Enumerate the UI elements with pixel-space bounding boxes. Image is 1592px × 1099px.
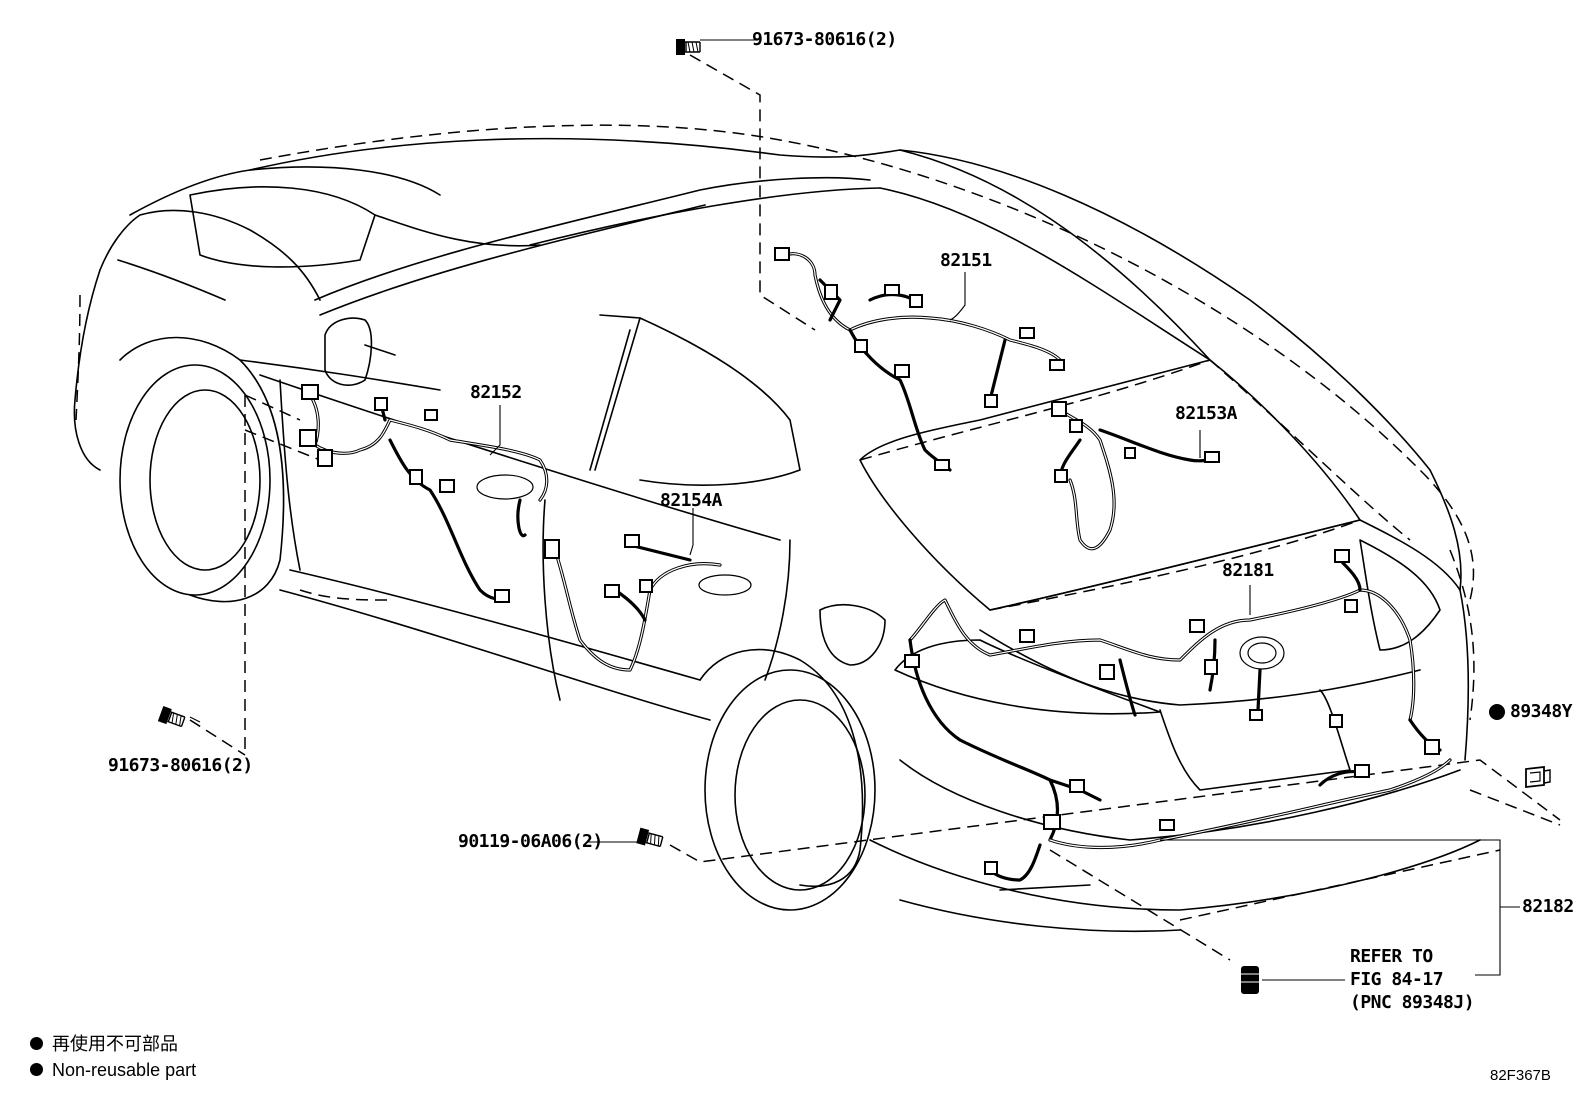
- front-door-harness-label: 82152: [470, 382, 522, 403]
- non-reusable-dot-icon: [1489, 704, 1505, 720]
- legend-text-japanese: 再使用不可部品: [52, 1034, 179, 1054]
- rear-harness-82181: [904, 549, 1416, 842]
- bolt-bottom-label: 90119-06A06(2): [458, 831, 603, 852]
- legend-row-english: Non-reusable part: [20, 1043, 196, 1079]
- roof-harness-label: 82151: [940, 250, 992, 271]
- bumper-harness-82182: [984, 718, 1452, 882]
- bolt-top-label: 91673-80616(2): [752, 29, 897, 50]
- rear-harness-label: 82181: [1222, 560, 1274, 581]
- rear-door-harness-82154A: [544, 534, 752, 672]
- luggage-harness-82153A: [1051, 401, 1220, 551]
- label-leaders: [189, 39, 1520, 981]
- bolt-icon: [676, 39, 701, 55]
- legend-row-japanese: 再使用不可部品: [20, 1017, 178, 1053]
- bolt-icon: [636, 827, 664, 848]
- figure-code: 82F367B: [1490, 1067, 1551, 1084]
- clip-label: 89348Y: [1510, 701, 1573, 722]
- non-reusable-dot-icon: [30, 1062, 44, 1076]
- refer-to-line1: REFER TO: [1350, 946, 1433, 967]
- legend-text-english: Non-reusable part: [52, 1060, 197, 1080]
- bolt-icon: [157, 706, 186, 728]
- refer-to-line2: FIG 84-17: [1350, 969, 1444, 990]
- rear-door-harness-label: 82154A: [660, 490, 723, 511]
- roof-harness-82151: [774, 247, 1065, 472]
- front-door-harness-82152: [299, 384, 549, 603]
- refer-to-line3: (PNC 89348J): [1350, 992, 1475, 1013]
- bolt-left-label: 91673-80616(2): [108, 755, 253, 776]
- luggage-harness-label: 82153A: [1175, 403, 1238, 424]
- clip-icon: [1525, 765, 1551, 789]
- grommet-icon: [1241, 966, 1259, 994]
- dashed-reference-lines: [75, 54, 1561, 961]
- non-reusable-dot-icon: [30, 1036, 44, 1050]
- bumper-harness-label: 82182: [1522, 896, 1574, 917]
